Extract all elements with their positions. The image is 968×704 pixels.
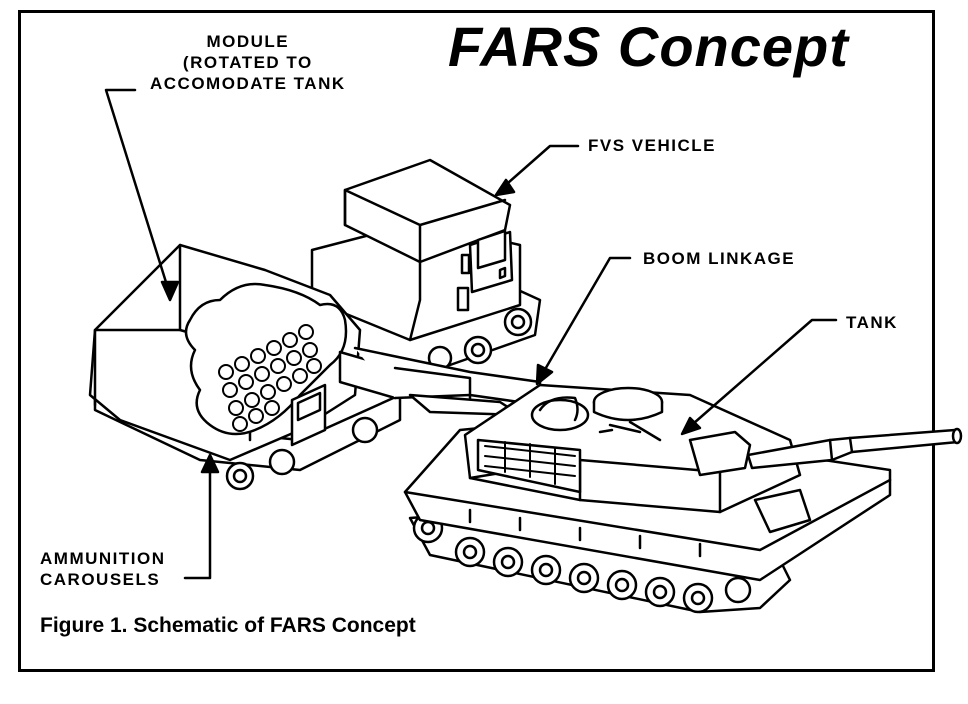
figure-caption: Figure 1. Schematic of FARS Concept [40, 614, 416, 637]
module-label-line: MODULE [206, 32, 290, 51]
module-drawing [88, 243, 402, 491]
ammunition-carousels-label: AMMUNITION CAROUSELS [40, 548, 165, 590]
module-label-line: (ROTATED TO [182, 53, 313, 72]
ammunition-label-line: AMMUNITION [40, 549, 166, 568]
boom-linkage-drawing [338, 346, 542, 417]
label-leaders [104, 88, 838, 580]
tank-drawing [403, 383, 963, 614]
fvs-vehicle-label: FVS VEHICLE [588, 136, 716, 155]
diagram-title: FARS Concept [448, 15, 849, 78]
module-label: MODULE (ROTATED TO ACCOMODATE TANK [150, 31, 346, 94]
module-label-line: ACCOMODATE TANK [150, 74, 346, 93]
ammunition-label-line: CAROUSELS [40, 570, 161, 589]
boom-linkage-label: BOOM LINKAGE [643, 249, 796, 268]
tank-label: TANK [846, 313, 898, 332]
